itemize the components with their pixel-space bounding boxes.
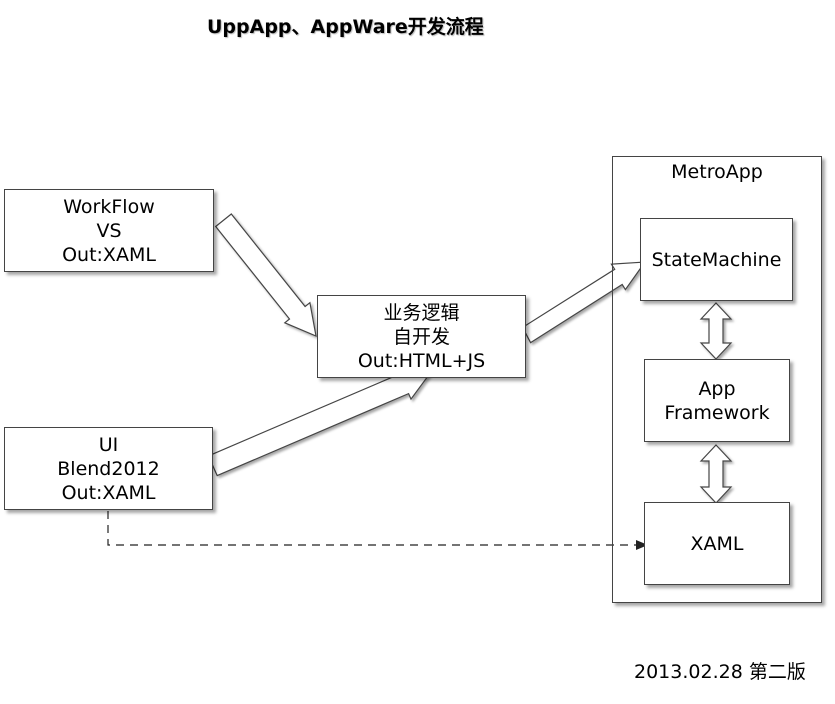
ui-box-line2: Blend2012 [57, 457, 160, 480]
workflow-box-line1: WorkFlow [63, 195, 155, 218]
business-logic-box-line1: 业务逻辑 [383, 301, 460, 324]
ui-box-line3: Out:XAML [61, 481, 156, 504]
arrow-workflow-to-logic [214, 213, 317, 337]
workflow-box: WorkFlow VS Out:XAML [4, 189, 214, 272]
metroapp-container: MetroApp [612, 156, 822, 603]
business-logic-box-line3: Out:HTML+JS [357, 349, 486, 372]
arrow-ui-to-logic [207, 367, 433, 477]
dashed-connector-ui-to-xaml [107, 511, 636, 546]
metroapp-container-label: MetroApp [671, 161, 763, 183]
app-framework-box: App Framework [644, 359, 790, 442]
business-logic-box: 业务逻辑 自开发 Out:HTML+JS [317, 295, 526, 378]
app-framework-box-line2: Framework [664, 401, 770, 424]
ui-box-line1: UI [98, 433, 119, 456]
page-title: UppApp、AppWare开发流程 [207, 16, 484, 38]
statemachine-box: StateMachine [640, 218, 793, 301]
xaml-box: XAML [644, 502, 790, 585]
dashed-connector-arrowhead [636, 540, 648, 550]
arrow-logic-to-statemachine [521, 261, 647, 344]
workflow-box-line2: VS [96, 219, 122, 242]
footer-version: 2013.02.28 第二版 [634, 661, 806, 683]
ui-box: UI Blend2012 Out:XAML [4, 427, 213, 510]
statemachine-box-label: StateMachine [651, 248, 782, 271]
xaml-box-label: XAML [690, 532, 744, 555]
app-framework-box-line1: App [698, 377, 736, 400]
workflow-box-line3: Out:XAML [62, 243, 156, 266]
business-logic-box-line2: 自开发 [392, 325, 450, 348]
